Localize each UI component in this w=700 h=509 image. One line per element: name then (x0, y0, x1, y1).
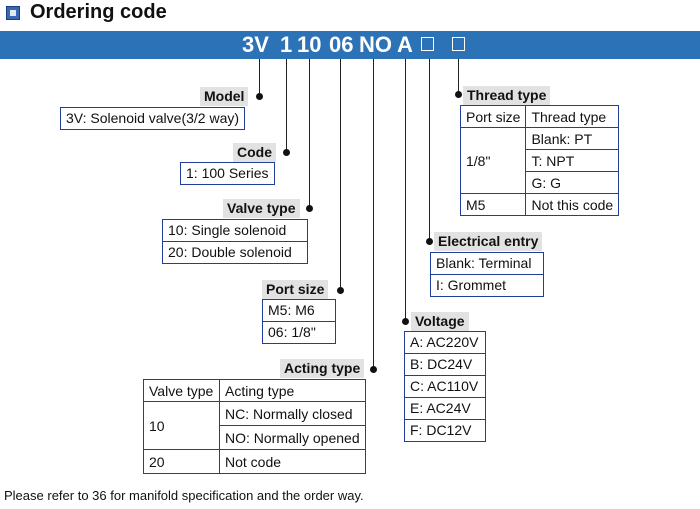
connector-port-size (340, 59, 341, 290)
port-size-option: M5: M6 (268, 302, 315, 318)
thread-type-option-g: G: G (525, 171, 620, 194)
acting-type-valve-20: 20 (143, 449, 220, 474)
code-placeholder-electrical-entry (421, 37, 434, 56)
connector-valve-type (309, 59, 310, 208)
acting-type-valve-10: 10 (143, 401, 220, 450)
electrical-entry-option: I: Grommet (431, 274, 543, 296)
footer-note: Please refer to 36 for manifold specific… (4, 488, 364, 503)
code-option: 1: 100 Series (186, 165, 269, 181)
dot-valve-type (306, 205, 313, 212)
acting-type-option-nc: NC: Normally closed (219, 401, 366, 426)
voltage-options: A: AC220V B: DC24V C: AC110V E: AC24V F:… (404, 331, 486, 442)
code-part-acting-type: NO (359, 32, 392, 57)
thread-type-table: Port size Thread type 1/8" Blank: PT T: … (459, 105, 620, 216)
connector-acting-type (373, 59, 374, 369)
valve-type-options: 10: Single solenoid 20: Double solenoid (162, 219, 308, 264)
connector-voltage (405, 59, 406, 321)
dot-model (256, 93, 263, 100)
code-part-voltage: A (397, 32, 413, 57)
port-size-options: M5: M6 06: 1/8" (262, 299, 336, 344)
dot-code (283, 149, 290, 156)
valve-type-label: Valve type (223, 199, 300, 218)
voltage-label: Voltage (411, 312, 469, 331)
thread-type-option-pt: Blank: PT (525, 127, 620, 150)
port-size-option: 06: 1/8" (263, 321, 335, 343)
acting-type-header-acting: Acting type (219, 379, 366, 402)
code-part-valve-type: 10 (297, 32, 322, 57)
thread-type-label: Thread type (463, 86, 551, 105)
page-title: Ordering code (30, 1, 167, 23)
connector-thread-type (458, 59, 459, 95)
thread-type-not-this-code: Not this code (525, 193, 620, 216)
connector-code (286, 59, 287, 152)
code-placeholder-thread-type (452, 37, 465, 56)
model-label: Model (200, 87, 249, 106)
code-label: Code (233, 143, 276, 162)
code-part-series: 3V (242, 32, 269, 57)
model-options: 3V: Solenoid valve(3/2 way) (60, 107, 246, 130)
dot-electrical-entry (426, 238, 433, 245)
acting-type-header-valve: Valve type (143, 379, 220, 402)
acting-type-option-no: NO: Normally opened (219, 425, 366, 450)
dot-port-size (337, 287, 344, 294)
voltage-option: F: DC12V (405, 419, 485, 441)
port-size-label: Port size (262, 280, 329, 299)
voltage-option: A: AC220V (410, 334, 479, 350)
voltage-option: B: DC24V (405, 353, 485, 375)
acting-type-table: Valve type Acting type 10 NC: Normally c… (143, 379, 366, 474)
voltage-option: E: AC24V (405, 397, 485, 419)
acting-type-not-code: Not code (219, 449, 366, 474)
electrical-entry-options: Blank: Terminal I: Grommet (430, 252, 544, 297)
thread-type-port-1-8: 1/8" (459, 127, 527, 194)
dot-thread-type (455, 91, 462, 98)
thread-type-header-port: Port size (459, 105, 527, 128)
thread-type-option-npt: T: NPT (525, 149, 620, 172)
model-option: 3V: Solenoid valve(3/2 way) (66, 110, 240, 126)
electrical-entry-option: Blank: Terminal (436, 255, 532, 271)
dot-acting-type (370, 366, 377, 373)
thread-type-header-thread: Thread type (525, 105, 620, 128)
connector-electrical-entry (429, 59, 430, 241)
valve-type-option: 10: Single solenoid (168, 222, 287, 238)
dot-voltage (402, 318, 409, 325)
acting-type-label: Acting type (280, 359, 365, 378)
valve-type-option: 20: Double solenoid (163, 241, 307, 263)
voltage-option: C: AC110V (405, 375, 485, 397)
code-options: 1: 100 Series (180, 162, 275, 185)
connector-model (259, 59, 260, 96)
electrical-entry-label: Electrical entry (434, 232, 543, 251)
code-part-port-size: 06 (329, 32, 354, 57)
bullet-square-icon (6, 6, 20, 20)
code-banner (0, 31, 700, 59)
thread-type-port-m5: M5 (459, 193, 527, 216)
code-part-code: 1 (280, 32, 293, 57)
